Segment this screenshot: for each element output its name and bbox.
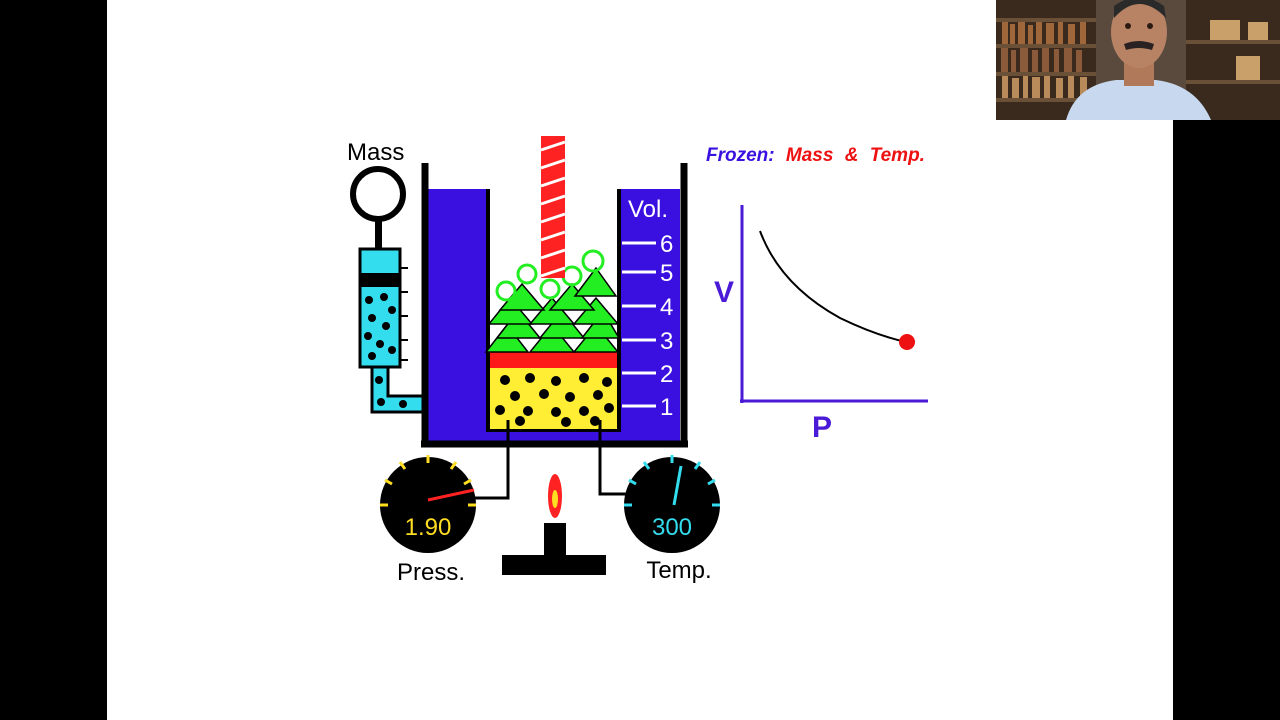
pv-current-point [899, 334, 915, 350]
piston [490, 352, 617, 368]
vol-tick-6: 6 [660, 231, 673, 258]
mass-label: Mass [347, 139, 404, 166]
vol-tick-2: 2 [660, 361, 673, 388]
temperature-gauge: 300 [624, 455, 720, 553]
frozen-temp: Temp. [870, 145, 925, 166]
p-axis-label: P [812, 411, 832, 444]
frozen-mass: Mass [786, 145, 834, 166]
v-axis-label: V [714, 276, 734, 309]
striped-rod-icon [540, 136, 566, 278]
temp-label: Temp. [646, 557, 711, 584]
pressure-value: 1.90 [405, 514, 452, 541]
temperature-value: 300 [652, 514, 692, 541]
vol-label: Vol. [628, 196, 668, 223]
vol-tick-1: 1 [660, 394, 673, 421]
pressure-needle [427, 488, 475, 502]
temperature-wire [598, 420, 632, 496]
press-label: Press. [397, 559, 465, 586]
burner-flame-icon [502, 474, 606, 575]
pv-curve [759, 230, 907, 343]
pressure-gauge: 1.90 [380, 455, 476, 553]
frozen-amp: & [845, 145, 859, 166]
frozen-caption: Frozen: Mass & Temp. [706, 145, 925, 166]
temperature-needle [672, 465, 683, 506]
volume-scale [622, 241, 656, 408]
vol-tick-5: 5 [660, 260, 673, 287]
webcam-video-overlay [996, 0, 1280, 120]
weights-stack [484, 249, 621, 353]
pressure-wire [474, 420, 510, 500]
frozen-prefix: Frozen: [706, 145, 775, 166]
syringe-rod [375, 219, 382, 252]
vol-tick-3: 3 [660, 328, 673, 355]
mass-knob-icon[interactable] [350, 166, 406, 222]
syringe-icon [358, 247, 500, 414]
pv-graph: V P [714, 205, 928, 444]
vol-tick-4: 4 [660, 294, 673, 321]
gas-chamber [490, 368, 617, 429]
presenter-avatar [996, 0, 1280, 120]
